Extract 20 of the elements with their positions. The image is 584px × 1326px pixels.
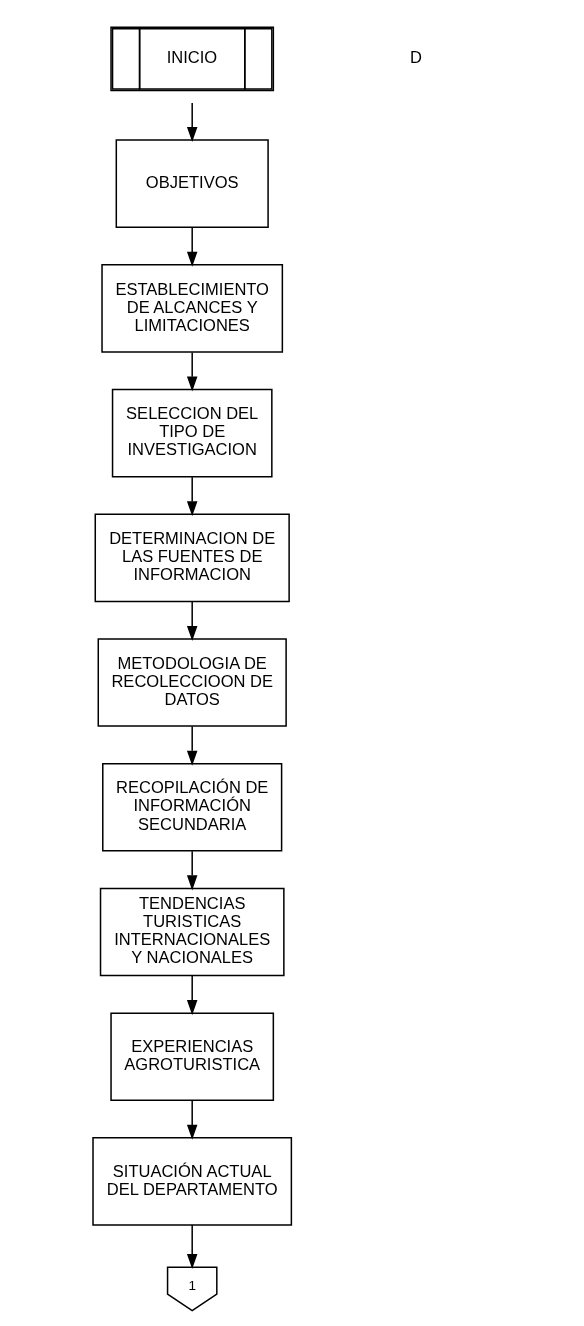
arrow (186, 351, 197, 392)
arrow (186, 725, 197, 766)
arrow (186, 1224, 197, 1269)
arrow (186, 476, 197, 517)
node-box: EXPERIENCIAS AGROTURISTICA (109, 1012, 274, 1102)
arrow (186, 850, 197, 891)
node-box: RECOPILACIÓN DE INFORMACIÓN SECUNDARIA (101, 762, 282, 852)
arrow (186, 1100, 197, 1140)
node-box: TENDENCIAS TURISTICAS INTERNACIONALES Y NACIONALES (99, 887, 285, 977)
node-box: METODOLOGIA DE RECOLECCIOON DE DATOS (97, 638, 287, 727)
node-box: SELECCION DEL TIPO DE INVESTIGACION (111, 388, 273, 478)
node-box: DETERMINACION DE LAS FUENTES DE INFORMACION (94, 513, 290, 603)
node-box: ESTABLECIMIENTO DE ALCANCES Y LIMITACIONES (100, 264, 283, 353)
node-box: SITUACIÓN ACTUAL DEL DEPARTAMENTO (91, 1137, 292, 1226)
arrow (186, 601, 197, 641)
node-box: OBJETIVOS (115, 139, 269, 228)
arrow (186, 226, 197, 267)
arrow (186, 975, 197, 1016)
label: D (409, 48, 422, 68)
arrow (186, 102, 197, 143)
